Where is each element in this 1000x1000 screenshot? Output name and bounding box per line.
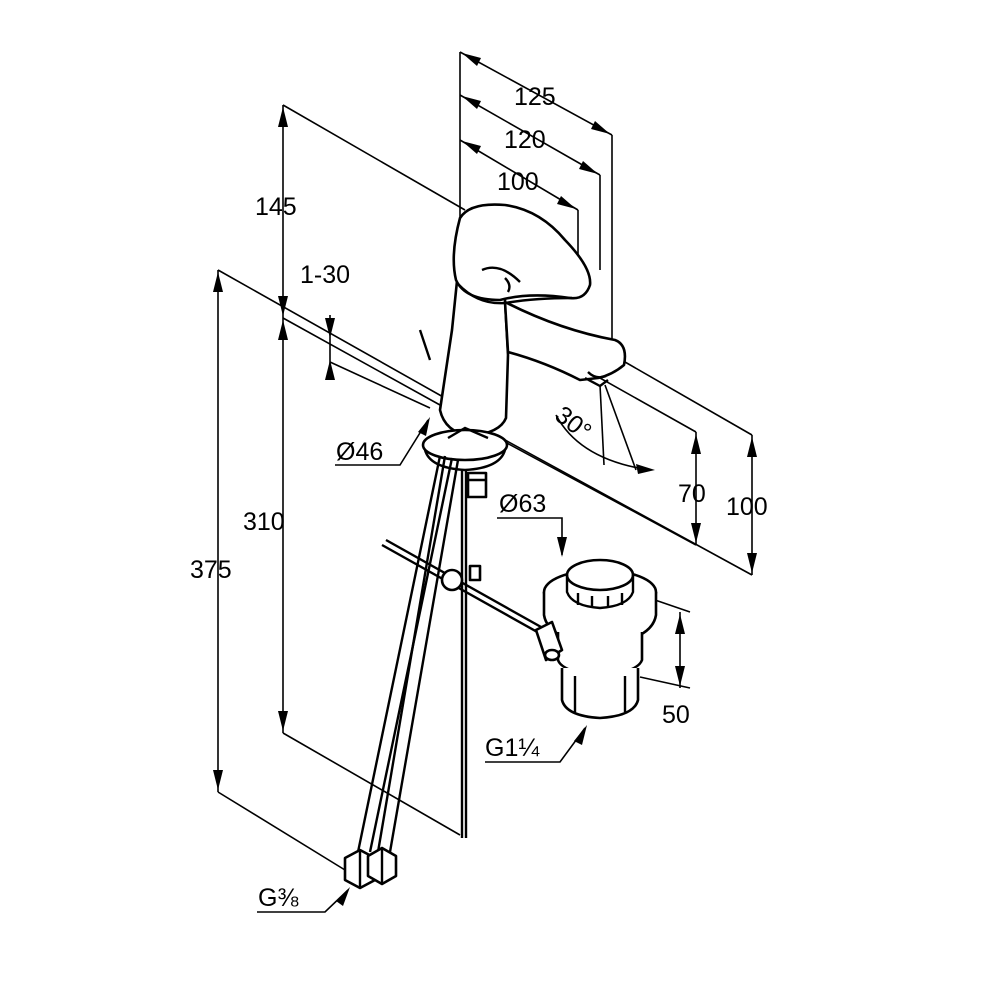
faucet-body	[418, 203, 627, 499]
label-spout-height: 145	[255, 193, 297, 221]
dimension-labels: 125 120 100 145 1-30 Ø46 310 375 30° 70 …	[190, 83, 768, 912]
label-waste-height: 50	[662, 701, 690, 729]
label-angle: 30°	[550, 401, 597, 446]
supply-hoses	[343, 455, 468, 890]
label-base-diameter: Ø46	[336, 438, 383, 466]
label-supply-thread: G⅜	[258, 884, 298, 912]
label-lever-height: 100	[726, 493, 768, 521]
dimension-lines	[213, 51, 757, 913]
label-outlet-height: 70	[678, 480, 706, 508]
label-width-inner: 100	[497, 168, 539, 196]
label-lever-angle-range: 1-30	[300, 261, 350, 289]
label-width-outer: 125	[514, 83, 556, 111]
label-total-length: 375	[190, 556, 232, 584]
label-width-mid: 120	[504, 126, 546, 154]
popup-waste	[381, 538, 658, 720]
label-waste-diameter: Ø63	[499, 490, 546, 518]
label-waste-thread: G1¼	[485, 734, 540, 762]
label-pipe-length: 310	[243, 508, 285, 536]
